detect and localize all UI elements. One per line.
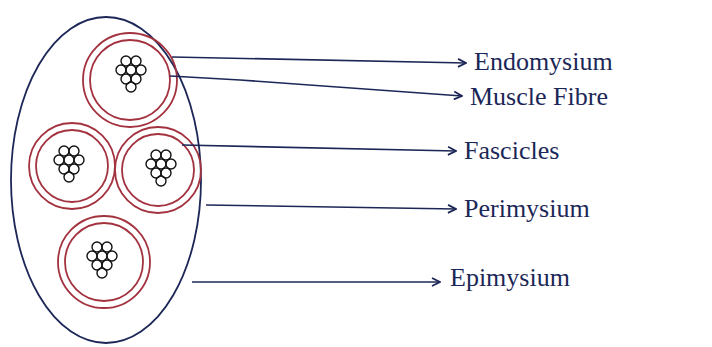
leader-lines (170, 57, 466, 282)
epimysium-label: Epimysium (448, 263, 572, 293)
muscle-fibre-label: Muscle Fibre (468, 82, 610, 112)
fascicles-label: Fascicles (462, 136, 561, 166)
fascicle-rings (29, 33, 201, 308)
perimysium-label: Perimysium (462, 194, 592, 224)
epimysium-outline (11, 17, 201, 343)
muscle-fibres (54, 56, 176, 278)
endomysium-label: Endomysium (472, 47, 615, 77)
